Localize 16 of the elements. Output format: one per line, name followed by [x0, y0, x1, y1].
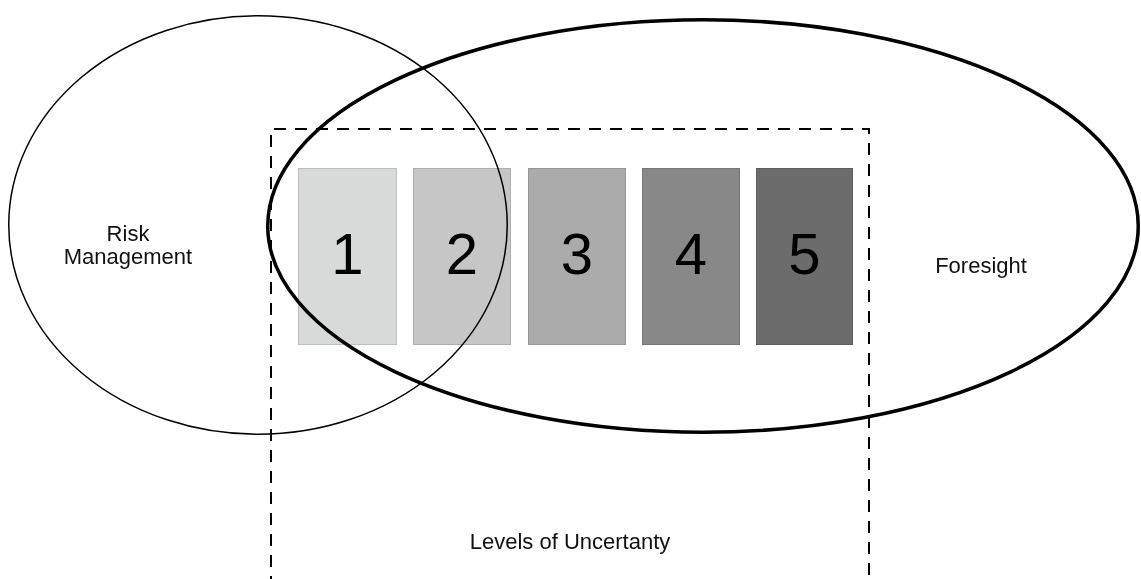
level-number: 2 [444, 219, 480, 287]
ellipse-shape [266, 18, 1140, 434]
shape-label: Risk Management [63, 222, 193, 269]
level-number: 5 [787, 219, 822, 287]
level-bar [528, 168, 626, 345]
level-number: 4 [673, 219, 709, 287]
shape-label: Levels of Uncertanty [468, 530, 672, 554]
level-number: 3 [559, 219, 595, 287]
shape-label: Foresight [934, 254, 1028, 278]
level-bar [298, 168, 397, 345]
level-number: 1 [330, 219, 365, 287]
level-bar [642, 168, 740, 345]
dashed-frame [270, 128, 870, 579]
level-bar [756, 168, 853, 345]
ellipse-shape [8, 15, 508, 435]
level-bar [413, 168, 511, 345]
